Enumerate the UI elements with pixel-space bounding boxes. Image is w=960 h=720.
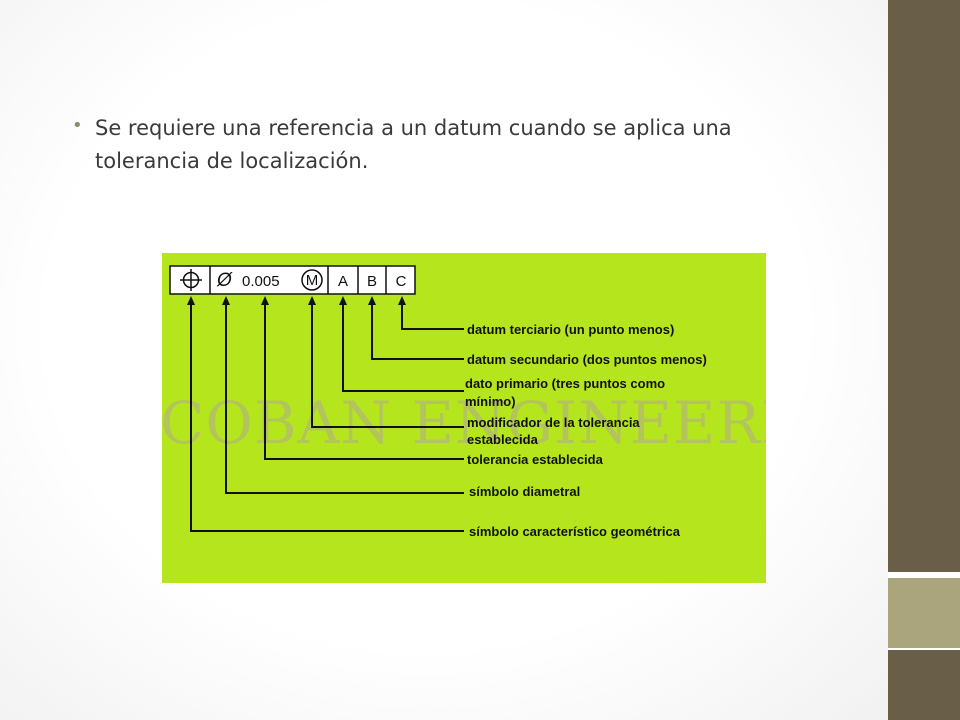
datum-b: B <box>367 273 377 290</box>
leader-tertiary <box>401 303 464 330</box>
bullet-dot-icon: • <box>72 115 83 136</box>
label-secondary-datum: datum secundario (dos puntos menos) <box>467 352 707 367</box>
label-tolerance: tolerancia establecida <box>467 452 604 467</box>
modifier-letter: M <box>306 272 319 289</box>
feature-control-frame: Ø 0.005 M A B C <box>169 265 416 295</box>
leader-diameter <box>225 303 464 494</box>
diagram-background <box>162 253 766 583</box>
modifier-circle-icon <box>301 269 323 291</box>
datum-a: A <box>338 273 348 290</box>
leader-characteristic <box>190 303 464 532</box>
leader-tolerance <box>264 303 464 460</box>
leader-arrowheads <box>187 296 406 305</box>
decor-band-bottom <box>888 650 960 720</box>
feature-control-frame-diagram: COBAN ENGINEERING Ø 0.005 M A B C <box>162 253 766 583</box>
position-symbol-icon <box>180 269 202 291</box>
bullet-text: Se requiere una referencia a un datum cu… <box>95 116 732 173</box>
decor-band-middle <box>888 578 960 648</box>
tolerance-value: 0.005 <box>242 273 280 290</box>
label-diameter-symbol: símbolo diametral <box>469 484 580 499</box>
datum-c: C <box>396 273 407 290</box>
label-tertiary-datum: datum terciario (un punto menos) <box>467 322 674 337</box>
watermark-text: COBAN ENGINEERING <box>162 389 766 457</box>
leader-primary <box>342 303 464 392</box>
leader-lines <box>190 303 464 532</box>
diameter-symbol: Ø <box>216 270 233 291</box>
label-characteristic-symbol: símbolo característico geométrica <box>469 524 681 539</box>
decor-band-top <box>888 0 960 572</box>
label-primary-datum-line2: mínimo) <box>465 394 516 409</box>
leader-modifier <box>311 303 464 428</box>
label-primary-datum-line1: dato primario (tres puntos como <box>465 376 665 391</box>
label-modifier-line1: modificador de la tolerancia <box>467 415 640 430</box>
leader-secondary <box>371 303 464 360</box>
label-modifier-line2: establecida <box>467 432 539 447</box>
